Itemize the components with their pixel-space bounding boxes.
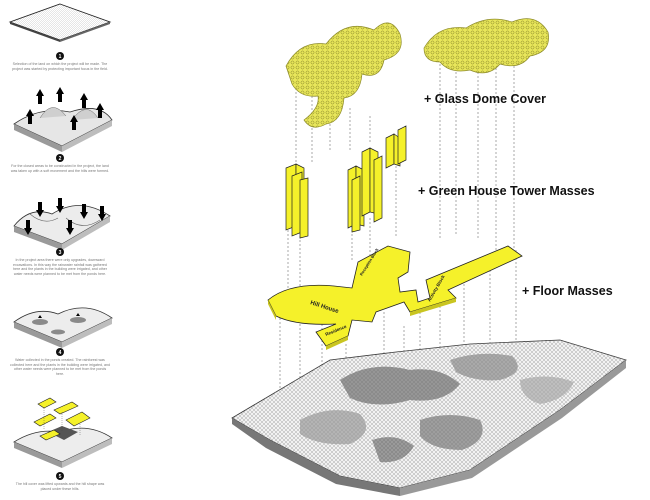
step-5-text: The hill cover was lifted upwards and th…	[15, 482, 105, 491]
label-floor-masses: + Floor Masses	[522, 284, 613, 298]
glass-dome-cover	[285, 18, 549, 128]
step-2-drawing	[13, 87, 113, 152]
step-number-2	[56, 154, 64, 162]
step-3-drawing	[13, 198, 111, 250]
step-4-drawing	[13, 307, 113, 348]
step-5-drawing	[13, 397, 113, 468]
terrain-base	[231, 339, 627, 496]
step-number-5	[56, 472, 64, 480]
step-number-1	[56, 52, 64, 60]
step-3-text: In the project area there were only upgr…	[13, 258, 107, 276]
step-number-4	[56, 348, 64, 356]
step-2-text: For the closed areas to be constructed i…	[10, 164, 110, 173]
label-glass-dome-cover: + Glass Dome Cover	[424, 92, 546, 106]
step-1-drawing	[8, 3, 112, 42]
green-house-towers	[285, 125, 407, 239]
step-1-text: Selection of the land on which the proje…	[12, 62, 108, 71]
floor-masses: Hill House Reception Block Residence Act…	[267, 245, 523, 350]
step-number-3	[56, 248, 64, 256]
projection-lines	[279, 44, 517, 400]
step-4-text: Water collected in the ponds created. Th…	[10, 358, 110, 376]
label-green-house-tower-masses: + Green House Tower Masses	[418, 184, 595, 198]
